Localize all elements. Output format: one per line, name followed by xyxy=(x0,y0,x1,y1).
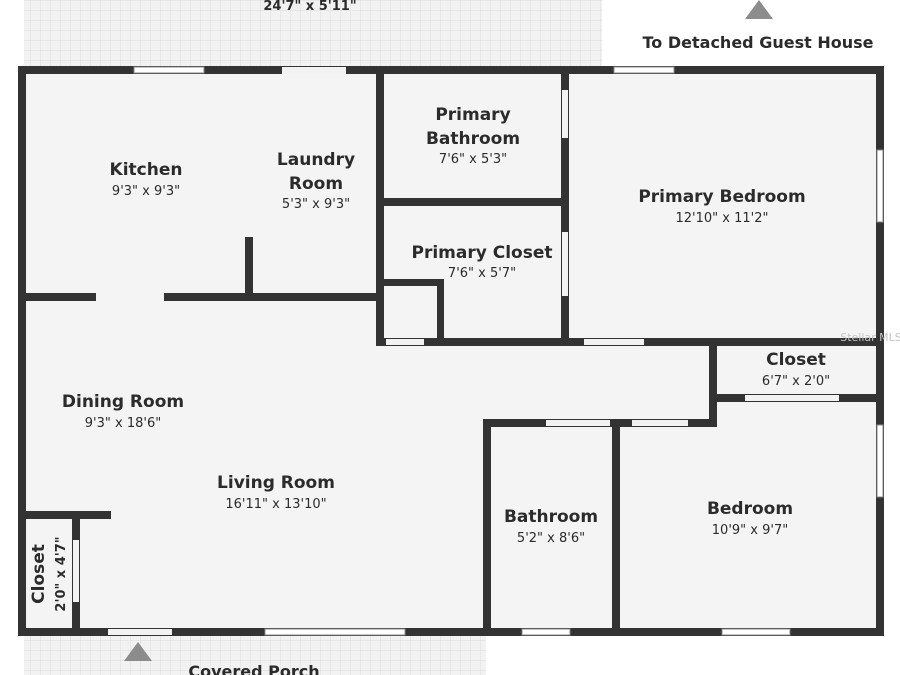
room-dimension: 7'6" x 5'3" xyxy=(439,152,507,167)
room-dimension: 16'11" x 13'10" xyxy=(225,497,326,512)
room-closet-left: Closet 2'0" x 4'7" xyxy=(29,536,69,611)
house-floor xyxy=(20,67,882,633)
room-name: Primary Closet xyxy=(412,243,553,263)
top-patio xyxy=(24,0,602,70)
porch-entry-arrow-icon xyxy=(124,642,152,661)
room-name: Bedroom xyxy=(707,499,793,519)
room-name: Living Room xyxy=(217,473,335,493)
room-name: Dining Room xyxy=(62,392,184,412)
room-dimension: 7'6" x 5'7" xyxy=(448,266,516,281)
room-name: Kitchen xyxy=(110,160,183,180)
room-primary-bathroom: Primary Bathroom 7'6" x 5'3" xyxy=(426,105,520,167)
guest-house-arrow-icon xyxy=(745,0,773,19)
room-primary-closet: Primary Closet 7'6" x 5'7" xyxy=(412,243,553,281)
room-name-line2: Room xyxy=(289,174,343,194)
room-dimension: 5'2" x 8'6" xyxy=(517,531,585,546)
watermark: Stellar MLS xyxy=(840,331,900,344)
exterior-walls xyxy=(18,66,884,636)
room-name: Laundry xyxy=(277,150,355,170)
room-bathroom: Bathroom 5'2" x 8'6" xyxy=(504,507,598,546)
room-dining: Dining Room 9'3" x 18'6" xyxy=(62,392,184,431)
room-living: Living Room 16'11" x 13'10" xyxy=(217,473,335,512)
room-kitchen: Kitchen 9'3" x 9'3" xyxy=(110,160,183,199)
room-dimension: 9'3" x 18'6" xyxy=(85,416,161,431)
room-dimension: 9'3" x 9'3" xyxy=(112,184,180,199)
room-name: Primary xyxy=(435,105,510,125)
room-dimension: 6'7" x 2'0" xyxy=(762,374,830,389)
room-dimension: 12'10" x 11'2" xyxy=(676,211,769,226)
room-bedroom: Bedroom 10'9" x 9'7" xyxy=(707,499,793,538)
room-dimension: 2'0" x 4'7" xyxy=(54,536,69,611)
guest-house-label: To Detached Guest House xyxy=(643,33,874,52)
room-name: Closet xyxy=(29,544,49,604)
top-patio-dimension: 24'7" x 5'11" xyxy=(263,0,356,14)
room-name-line2: Bathroom xyxy=(426,129,520,149)
door-openings xyxy=(73,67,839,635)
room-dimension: 5'3" x 9'3" xyxy=(282,197,350,212)
room-name: Primary Bedroom xyxy=(638,187,805,207)
windows xyxy=(133,66,884,636)
room-dimension: 10'9" x 9'7" xyxy=(712,523,788,538)
covered-porch-label: Covered Porch xyxy=(188,662,319,675)
covered-porch xyxy=(24,630,486,675)
room-laundry: Laundry Room 5'3" x 9'3" xyxy=(277,150,355,212)
room-name: Closet xyxy=(766,350,826,370)
room-name: Bathroom xyxy=(504,507,598,527)
room-primary-bedroom: Primary Bedroom 12'10" x 11'2" xyxy=(638,187,805,226)
room-closet-right: Closet 6'7" x 2'0" xyxy=(762,350,830,389)
